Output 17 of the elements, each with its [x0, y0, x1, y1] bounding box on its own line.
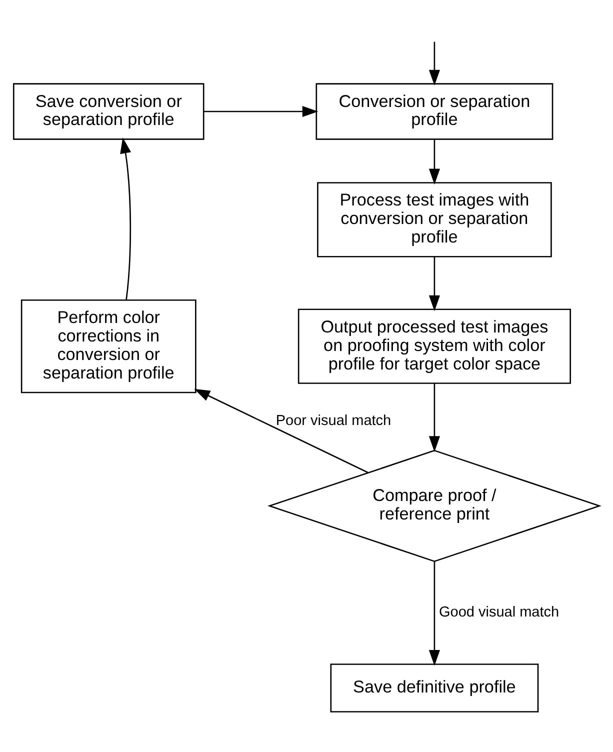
- arrow: [120, 138, 132, 300]
- edge-label: Good visual match: [439, 604, 560, 620]
- arrow: [428, 139, 440, 185]
- arrow: [428, 42, 440, 86]
- arrow: [428, 562, 440, 666]
- arrow: [428, 256, 440, 312]
- node-diamond: Compare proof / reference print: [268, 450, 602, 562]
- node-box: Conversion or separation profile: [316, 83, 554, 140]
- node-box: Perform color corrections in conversion or separation profile: [20, 299, 196, 394]
- edge-label: Poor visual match: [276, 413, 392, 430]
- node-box: Output processed test images on proofing system with color profile for target color space: [298, 308, 571, 384]
- node-box: Save definitive profile: [330, 664, 539, 712]
- node-box: Process test images with conversion or separation profile: [317, 182, 552, 258]
- arrow: [194, 388, 368, 474]
- arrow: [428, 383, 440, 452]
- node-box: Save conversion or separation profile: [13, 83, 204, 140]
- arrow: [204, 106, 318, 118]
